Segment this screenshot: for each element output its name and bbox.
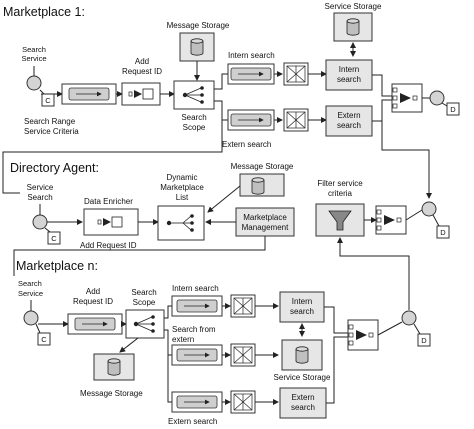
m1-intern-search-channel-label: Intern search [228, 51, 275, 60]
m1-endpoint-d-box [446, 102, 460, 116]
mn-endpoint-c-label: C [41, 335, 47, 344]
m1-endpoint-d-label: D [450, 105, 456, 114]
m1-service-storage-db-icon [346, 18, 360, 36]
da-message-storage-db-icon [251, 177, 265, 195]
mn-extern-search-box [279, 387, 327, 419]
mn-translator-bottom-icon [230, 390, 256, 414]
da-data-enricher-label: Data Enricher [84, 197, 133, 206]
m1-message-storage-label: Message Storage [167, 21, 230, 30]
m1-message-storage-db-icon [190, 38, 204, 56]
m1-output-endpoint [429, 90, 445, 106]
mn-service-storage-db-icon [295, 346, 309, 364]
mn-from-extern-channel-icon [177, 349, 217, 361]
mn-extern-search-channel-label: Extern search [168, 417, 217, 426]
mn-translator-middle-icon [230, 343, 256, 367]
da-endpoint-d-box [436, 225, 450, 239]
m1-service-storage-box [333, 12, 373, 42]
da-endpoint-d-label: D [440, 228, 446, 237]
mn-service-storage-label: Service Storage [274, 373, 331, 382]
mn-endpoint-d-label: D [421, 336, 427, 345]
mn-endpoint-c-box [37, 332, 51, 346]
m1-translator-top-icon [283, 62, 309, 86]
mn-message-storage-label: Message Storage [80, 389, 143, 398]
mn-message-storage-db-icon [107, 358, 121, 376]
da-endpoint-c-label: C [51, 234, 57, 243]
da-data-enricher-box [83, 208, 139, 236]
da-service-search-endpoint [32, 214, 48, 230]
m1-endpoint-c-label: C [45, 96, 51, 105]
da-add-request-id-label: Add Request ID [80, 241, 137, 250]
mn-channel-icon [75, 318, 115, 330]
mn-extern-channel-icon [177, 396, 217, 408]
m1-service-storage-label: Service Storage [325, 2, 382, 11]
mn-search-service-endpoint [23, 310, 39, 326]
mn-endpoint-d-box [417, 333, 431, 347]
m1-intern-channel-icon [231, 68, 271, 80]
mn-translator-top-icon [230, 294, 256, 318]
da-endpoint-c-box [47, 231, 61, 245]
m1-translator-bottom-icon [283, 108, 309, 132]
mn-intern-search-channel-label: Intern search [172, 284, 219, 293]
da-filter-funnel-icon [328, 210, 352, 231]
m1-extern-channel-icon [231, 114, 271, 126]
m1-search-service-endpoint [26, 75, 42, 91]
da-message-storage-label: Message Storage [231, 162, 294, 171]
section-title-marketplace-n: Marketplace n: [16, 259, 98, 273]
m1-extern-search-channel-label: Extern search [222, 140, 271, 149]
mn-intern-channel-icon [177, 300, 217, 312]
mn-output-endpoint [401, 310, 417, 326]
mn-service-storage-box [281, 339, 323, 371]
da-output-endpoint [421, 201, 437, 217]
section-title-directory-agent: Directory Agent: [10, 161, 99, 175]
m1-channel-icon [69, 88, 109, 100]
m1-intern-search-box [325, 59, 373, 91]
mn-intern-search-box [279, 291, 325, 323]
section-title-marketplace-1: Marketplace 1: [3, 5, 85, 19]
